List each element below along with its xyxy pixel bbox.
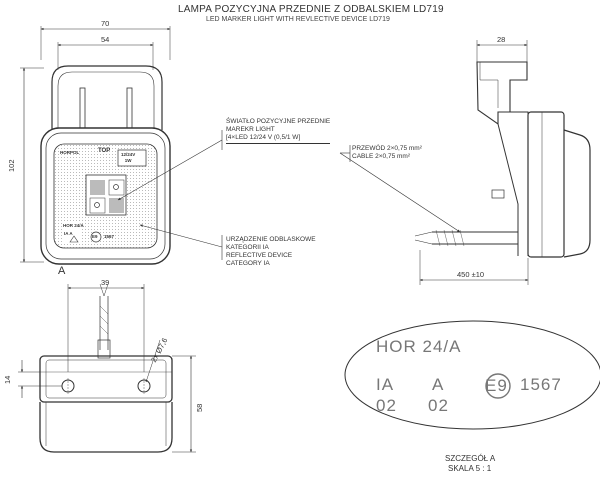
lamp-mark: HOR 24/A (63, 223, 84, 228)
side-view (414, 40, 591, 285)
detail-cat1-bottom: 02 (376, 396, 397, 415)
dim-height: 102 (7, 159, 16, 172)
detail-a (344, 320, 600, 430)
lamp-e9: E9 (92, 234, 98, 239)
lamp-category: IA A (64, 231, 73, 236)
dim-bottom-height: 58 (195, 403, 204, 412)
dim-cable-length: 450 ±10 (457, 270, 485, 279)
dim-width-total: 70 (101, 19, 110, 28)
detail-emark: E9 (485, 376, 508, 395)
lamp-top-label: TOP (98, 148, 111, 154)
callout-marker-light: ŚWIATŁO POZYCYJNE PRZEDNIE MAREKR LIGHT … (226, 118, 331, 144)
dim-hole-spacing: 39 (101, 278, 110, 287)
dim-width-inner: 54 (101, 35, 110, 44)
detail-approval-number: 1567 (520, 375, 562, 394)
drawing-title: LAMPA POZYCYJNA PRZEDNIE Z ODBALSKIEM LD… (178, 4, 444, 15)
callout-reflector: URZĄDZENIE ODBLASKOWE KATEGORII IA REFLE… (226, 236, 316, 267)
callout-cable: PRZEWÓD 2×0,75 mm² CABLE 2×0,75 mm² (352, 145, 422, 160)
detail-cat1-top: IA (376, 375, 395, 394)
callout-leaders (117, 130, 461, 260)
front-view (20, 26, 171, 265)
drawing-subtitle: LED MARKER LIGHT WITH REVLECTIVE DEVICE … (206, 16, 390, 23)
view-marker-a: A (58, 265, 66, 277)
detail-scale: SKALA 5 : 1 (448, 464, 492, 473)
dim-depth: 28 (497, 35, 506, 44)
detail-mark: HOR 24/A (376, 337, 462, 356)
detail-caption: SZCZEGÓŁ A (445, 454, 496, 463)
lamp-approval-number: 1567 (104, 234, 115, 239)
detail-cat2-top: A (432, 375, 445, 394)
bottom-view (18, 283, 196, 453)
detail-cat2-bottom: 02 (428, 396, 449, 415)
lamp-brand: HORPOL (60, 150, 80, 155)
dim-offset: 14 (3, 375, 12, 384)
lamp-voltage: 12/24V 1W (121, 152, 136, 163)
